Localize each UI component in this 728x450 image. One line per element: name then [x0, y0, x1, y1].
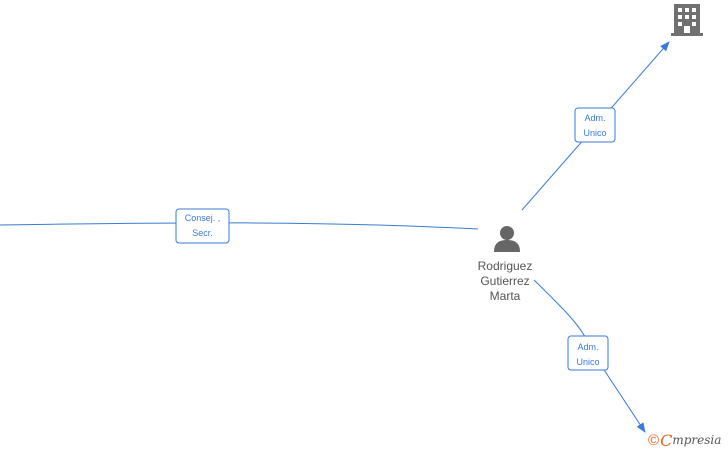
person-icon[interactable] — [494, 226, 520, 252]
building-icon[interactable] — [671, 4, 703, 36]
copyright-symbol: © — [648, 431, 660, 449]
person-name-line-3: Marta — [489, 289, 521, 303]
person-name-label[interactable]: Rodriguez Gutierrez Marta — [465, 259, 545, 304]
brand-name: mpresia — [672, 433, 722, 447]
edge-label-consej[interactable]: Consej. , Secr. — [175, 208, 230, 244]
edge-label-adm-bottom[interactable]: Adm. Unico — [567, 335, 609, 371]
edge-label-adm-bottom-line-1: Adm. — [577, 342, 598, 352]
edge-consej-line — [0, 222, 479, 230]
edge-label-adm-top[interactable]: Adm. Unico — [574, 107, 616, 143]
edge-label-consej-line-2: Secr. — [192, 228, 213, 238]
person-name-line-1: Rodriguez — [477, 259, 533, 273]
edge-label-adm-bottom-line-2: Unico — [576, 357, 599, 367]
edge-label-consej-line-1: Consej. , — [185, 213, 221, 223]
person-name-line-2: Gutierrez — [480, 274, 530, 288]
brand-initial: C — [660, 430, 673, 450]
empresia-watermark: © C mpresia — [648, 430, 721, 450]
edge-label-adm-top-line-2: Unico — [583, 128, 606, 138]
edge-label-adm-top-line-1: Adm. — [584, 113, 605, 123]
